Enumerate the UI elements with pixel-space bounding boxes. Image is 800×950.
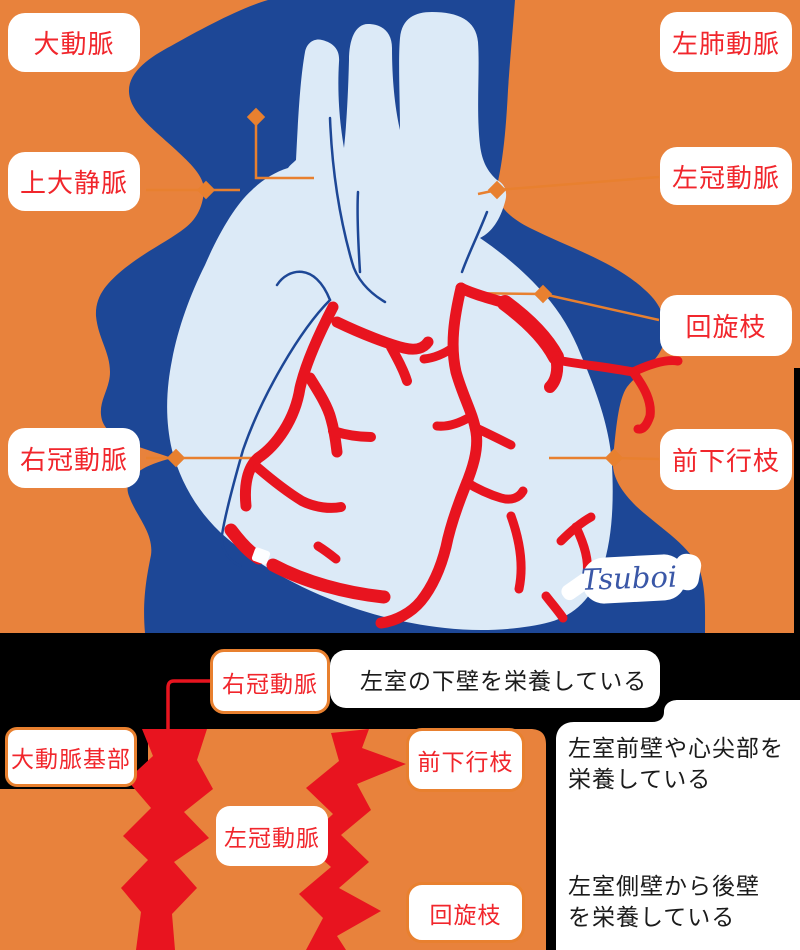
label-superior-vena-cava: 上大静脈 xyxy=(8,152,140,211)
bottom-label-cx-text: 回旋枝 xyxy=(429,901,502,928)
cx-description-line2: を栄養している xyxy=(568,904,736,930)
description-panel xyxy=(556,700,800,950)
left-coronary-artery xyxy=(375,282,683,629)
lca-vessel-schematic xyxy=(299,729,406,950)
label-lca-text: 左冠動脈 xyxy=(671,162,780,193)
label-svc-text: 上大静脈 xyxy=(19,168,128,198)
label-lad-text: 前下行枝 xyxy=(671,446,780,476)
lad-description-line2: 栄養している xyxy=(568,766,712,792)
label-left-pulmonary: 左肺動脈 xyxy=(660,12,792,72)
label-aorta: 大動脈 xyxy=(8,13,140,72)
heart-body xyxy=(167,12,613,630)
heart-contour-lines xyxy=(220,116,489,568)
bottom-label-lca-text: 左冠動脈 xyxy=(224,825,320,851)
bottom-label-lca: 左冠動脈 xyxy=(216,806,328,866)
cx-description-line1: 左室側壁から後壁 xyxy=(568,873,760,899)
rca-description-text: 左室の下壁を栄養している xyxy=(360,668,648,694)
bottom-label-rca-text: 右冠動脈 xyxy=(222,670,318,697)
label-left-coronary: 左冠動脈 xyxy=(660,147,792,205)
label-anterior-descending: 前下行枝 xyxy=(660,429,792,490)
label-circumflex: 回旋枝 xyxy=(660,295,792,356)
lad-description: 左室前壁や心尖部を 栄養している xyxy=(568,733,798,795)
right-edge-strip xyxy=(794,368,800,633)
label-right-coronary: 右冠動脈 xyxy=(8,428,140,488)
bottom-label-aortic-root: 大動脈基部 xyxy=(5,727,137,787)
lad-description-line1: 左室前壁や心尖部を xyxy=(568,735,784,761)
label-cx-text: 回旋枝 xyxy=(685,312,767,342)
cx-description: 左室側壁から後壁 を栄養している xyxy=(568,871,798,933)
rca-pointer-line xyxy=(166,679,214,733)
bottom-label-lad: 前下行枝 xyxy=(406,728,525,792)
label-rca-text: 右冠動脈 xyxy=(19,444,128,475)
label-lpa-text: 左肺動脈 xyxy=(671,28,780,59)
watermark-text: Tsuboi xyxy=(580,559,678,597)
bottom-label-rca: 右冠動脈 xyxy=(210,649,330,714)
bottom-label-cx: 回旋枝 xyxy=(406,882,525,943)
rca-description-box: 左室の下壁を栄養している xyxy=(330,650,660,708)
watermark-splash xyxy=(561,553,702,604)
rca-vessel-schematic xyxy=(121,729,213,950)
artery-gap xyxy=(251,547,271,565)
connector-diamond-icons xyxy=(166,107,624,468)
aortic-root-text: 大動脈基部 xyxy=(11,746,131,772)
bottom-label-lad-text: 前下行枝 xyxy=(417,749,514,775)
label-aorta-text: 大動脈 xyxy=(33,29,115,59)
